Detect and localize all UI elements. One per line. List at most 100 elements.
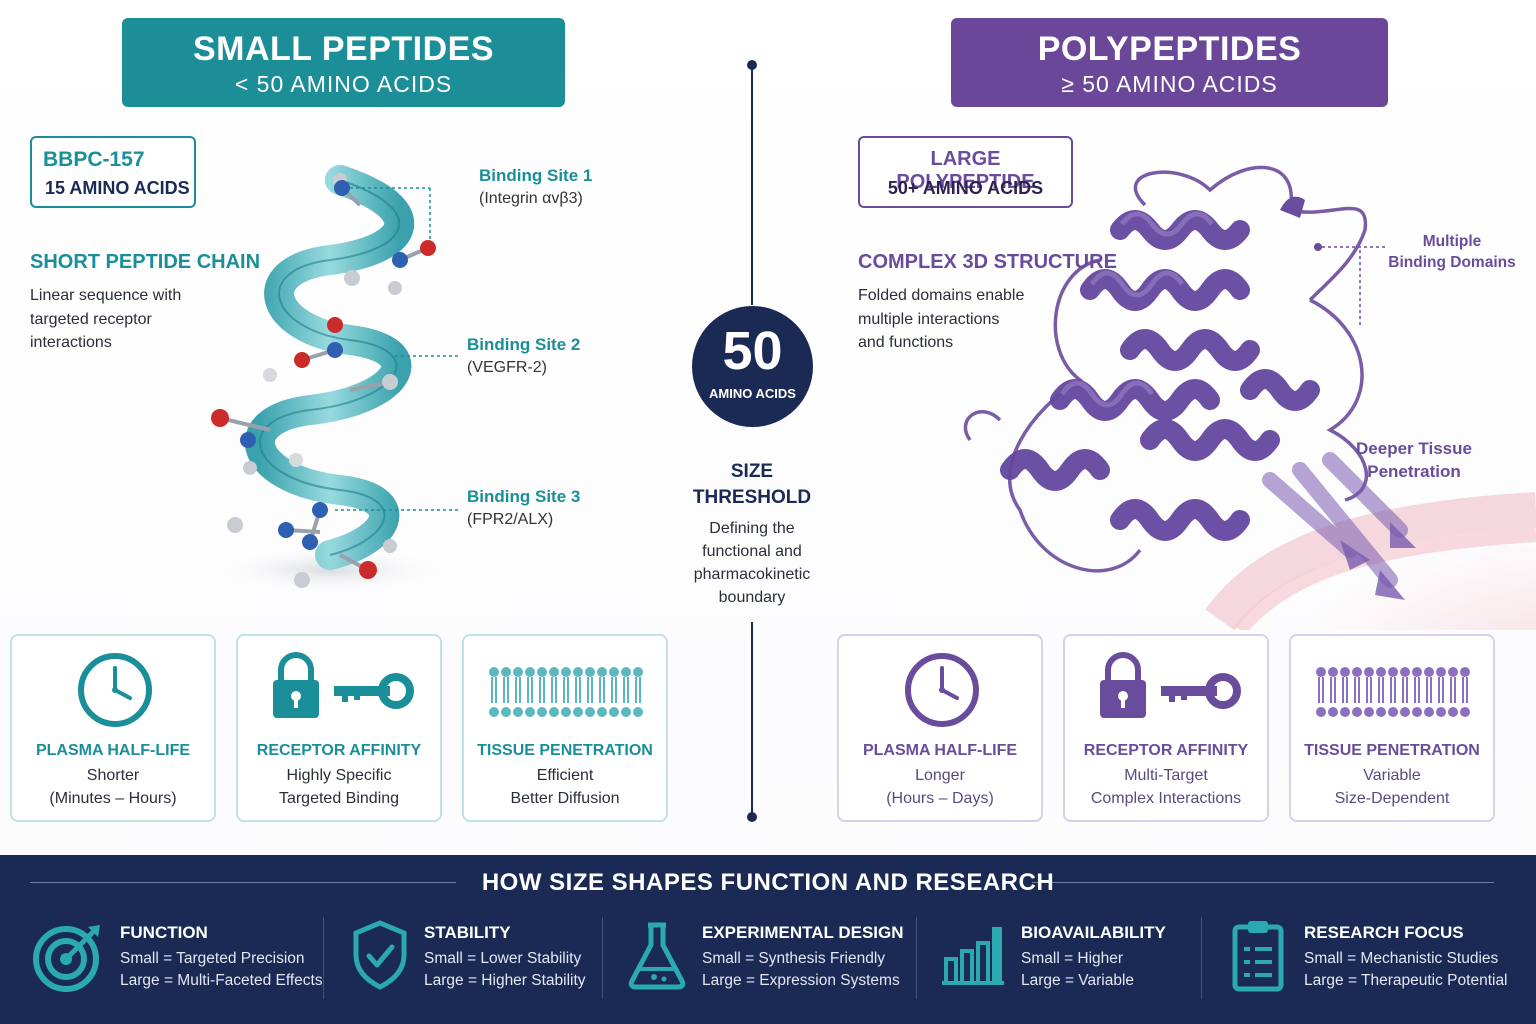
card-line1: Efficient [536, 767, 594, 784]
flask-icon [628, 922, 686, 990]
bottom-col-small: Small = Targeted Precision [120, 950, 305, 967]
bottom-col-small: Small = Synthesis Friendly [702, 950, 886, 967]
clock-icon [905, 653, 979, 727]
desc-line: targeted receptor [30, 310, 152, 328]
left-card-affinity: RECEPTOR AFFINITY Highly Specific Target… [236, 634, 442, 822]
right-card-penetration: TISSUE PENETRATION Variable Size-Depende… [1289, 634, 1495, 822]
binding-site-3-title: Binding Site 3 [467, 487, 581, 506]
penetration-line: Penetration [1367, 462, 1461, 481]
card-line1: Longer [915, 767, 965, 784]
bottom-title-rule-right [1032, 882, 1494, 883]
lock-key-icon [273, 652, 414, 718]
card-line2: Size-Dependent [1334, 790, 1450, 807]
center-divider-bottom [751, 622, 753, 817]
bottom-col-title: FUNCTION [120, 923, 208, 942]
bottom-separator [1201, 917, 1202, 999]
small-peptides-subtitle: < 50 AMINO ACIDS [234, 71, 453, 97]
bottom-col-small: Small = Higher [1021, 950, 1124, 967]
membrane-icon [1316, 667, 1470, 717]
bar-chart-icon [942, 927, 1004, 985]
binding-site-2-sub: (VEGFR-2) [467, 359, 547, 376]
bottom-summary-band: HOW SIZE SHAPES FUNCTION AND RESEARCH FU… [0, 855, 1536, 1024]
center-divider-dot-top [747, 60, 757, 70]
bottom-col-large: Large = Expression Systems [702, 972, 900, 989]
center-divider-top [751, 65, 753, 305]
card-title: RECEPTOR AFFINITY [256, 742, 422, 759]
polypeptides-banner: POLYPEPTIDES ≥ 50 AMINO ACIDS [951, 18, 1388, 107]
deeper-penetration-label: Deeper Tissue Penetration [1344, 437, 1484, 483]
card-line2: Better Diffusion [510, 790, 620, 807]
bottom-col-small: Small = Mechanistic Studies [1304, 950, 1499, 967]
bottom-separator [602, 917, 603, 999]
clipboard-icon [1232, 921, 1284, 992]
bottom-title: HOW SIZE SHAPES FUNCTION AND RESEARCH [481, 869, 1055, 896]
bbpc-tag-sub: 15 AMINO ACIDS [45, 178, 190, 198]
bbpc-tag: BBPC-157 15 AMINO ACIDS [30, 136, 196, 208]
bottom-separator [323, 917, 324, 999]
card-title: TISSUE PENETRATION [477, 742, 653, 759]
card-line2: Targeted Binding [278, 790, 400, 807]
card-line1: Shorter [86, 767, 140, 784]
threshold-number: 50 [722, 321, 783, 381]
card-line1: Multi-Target [1124, 767, 1208, 784]
card-line2: (Minutes – Hours) [49, 790, 177, 807]
card-line1: Highly Specific [286, 767, 392, 784]
bottom-col-title: BIOAVAILABILITY [1021, 923, 1166, 942]
threshold-title: SIZE THRESHOLD [672, 459, 832, 511]
penetration-line: Deeper Tissue [1356, 439, 1472, 458]
complex-structure-title: COMPLEX 3D STRUCTURE [858, 251, 1117, 273]
bottom-col-title: STABILITY [424, 923, 511, 942]
bottom-separator [916, 917, 917, 999]
threshold-number-sub: AMINO ACIDS [709, 386, 796, 401]
complex-structure-desc: Folded domains enable multiple interacti… [858, 284, 1024, 355]
bbpc-tag-title: BBPC-157 [43, 148, 145, 171]
left-card-half-life: PLASMA HALF-LIFE Shorter (Minutes – Hour… [10, 634, 216, 822]
desc-line: Linear sequence with [30, 287, 182, 304]
threshold-desc-line: Defining the [709, 520, 795, 537]
card-line1: Variable [1363, 767, 1421, 784]
multiple-domains-label: Multiple Binding Domains [1384, 231, 1520, 273]
desc-line: Folded domains enable [858, 287, 1025, 304]
domains-line: Multiple [1422, 233, 1482, 250]
bottom-col-small: Small = Lower Stability [424, 950, 582, 967]
large-polypeptide-tag-sub: 50+ AMINO ACIDS [887, 178, 1044, 198]
bottom-col-large: Large = Variable [1021, 972, 1135, 989]
right-card-affinity: RECEPTOR AFFINITY Multi-Target Complex I… [1063, 634, 1269, 822]
card-line2: Complex Interactions [1090, 790, 1242, 807]
left-card-penetration: TISSUE PENETRATION Efficient Better Diff… [462, 634, 668, 822]
card-title: PLASMA HALF-LIFE [35, 742, 191, 759]
center-divider-dot-bottom [747, 812, 757, 822]
card-title: RECEPTOR AFFINITY [1083, 742, 1249, 759]
bottom-title-rule-left [30, 882, 456, 883]
polypeptides-title: POLYPEPTIDES [1037, 30, 1302, 68]
large-polypeptide-tag: LARGE POLYPEPTIDE 50+ AMINO ACIDS [858, 136, 1073, 208]
protein-structure-illustration [963, 165, 1536, 630]
desc-line: multiple interactions [858, 310, 1000, 328]
shield-check-icon [353, 920, 407, 990]
desc-line: and functions [858, 334, 954, 351]
short-chain-title: SHORT PEPTIDE CHAIN [30, 251, 261, 273]
small-peptides-title: SMALL PEPTIDES [192, 30, 495, 68]
binding-site-1-sub: (Integrin αvβ3) [479, 190, 583, 207]
peptide-helix-illustration [210, 165, 460, 594]
target-icon [33, 925, 100, 992]
card-line2: (Hours – Days) [886, 790, 994, 807]
short-chain-desc: Linear sequence with targeted receptor i… [30, 284, 181, 355]
clock-icon [78, 653, 152, 727]
bottom-col-large: Large = Therapeutic Potential [1304, 972, 1508, 989]
polypeptides-subtitle: ≥ 50 AMINO ACIDS [1061, 71, 1278, 97]
domains-line: Binding Domains [1388, 254, 1516, 271]
desc-line: interactions [30, 334, 112, 351]
card-title: PLASMA HALF-LIFE [862, 742, 1018, 759]
binding-site-3-sub: (FPR2/ALX) [467, 511, 554, 528]
threshold-title-line: THRESHOLD [692, 487, 812, 508]
threshold-title-line: SIZE [730, 461, 774, 482]
lock-key-icon [1100, 652, 1241, 718]
large-polypeptide-tag-title: LARGE POLYPEPTIDE [896, 148, 1035, 193]
threshold-desc-line: functional and [702, 543, 802, 560]
binding-site-1-title: Binding Site 1 [479, 166, 593, 185]
threshold-desc-line: pharmacokinetic [693, 566, 811, 583]
small-peptides-banner: SMALL PEPTIDES < 50 AMINO ACIDS [122, 18, 565, 107]
right-card-half-life: PLASMA HALF-LIFE Longer (Hours – Days) [837, 634, 1043, 822]
